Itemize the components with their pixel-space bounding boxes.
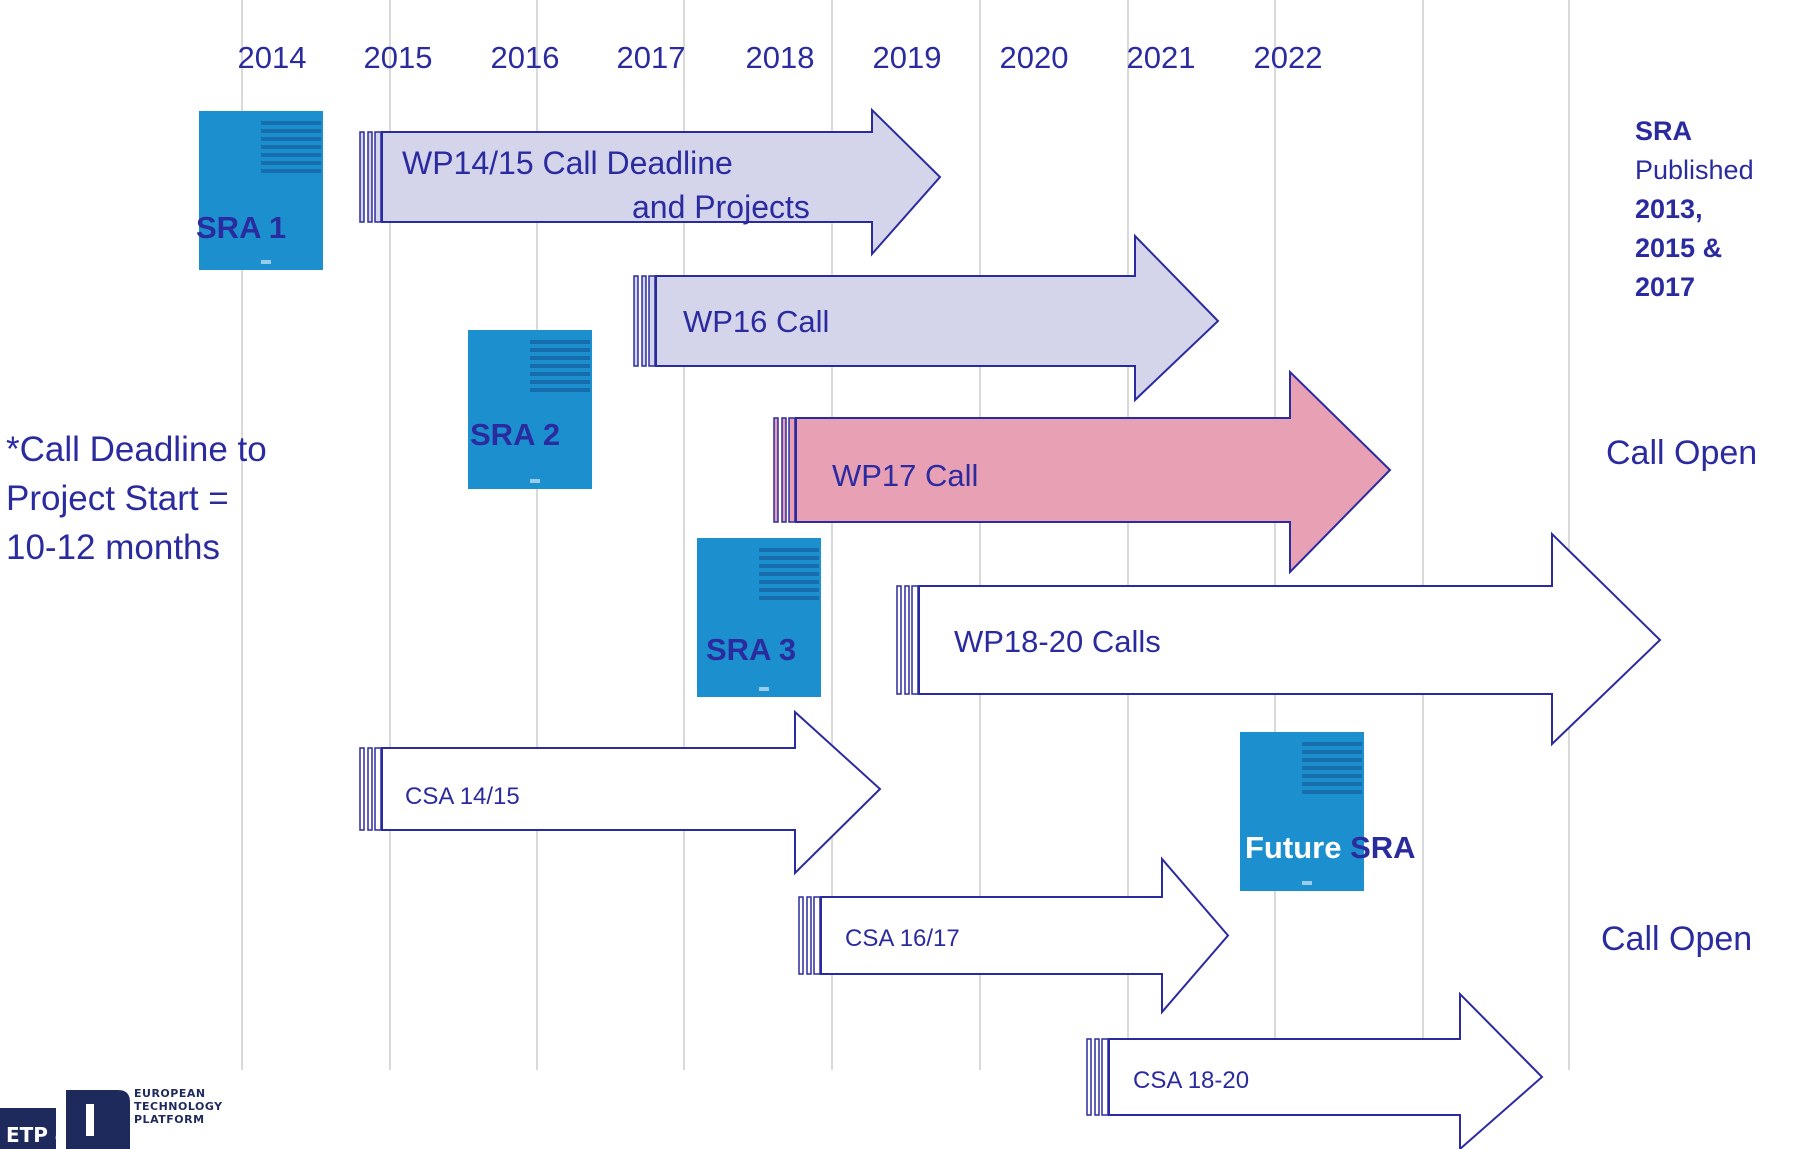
arrow-tail-bar bbox=[813, 896, 821, 975]
sra-note-title: SRA bbox=[1635, 116, 1693, 146]
arrow-label: WP18-20 Calls bbox=[954, 624, 1161, 659]
year-label: 2015 bbox=[363, 40, 433, 75]
arrow-tail-bar bbox=[374, 131, 382, 223]
year-label: 2020 bbox=[999, 40, 1069, 75]
sra-2-label: SRA 2 bbox=[470, 417, 561, 452]
arrow-tail-bar bbox=[1086, 1038, 1092, 1116]
arrow-tail-bar bbox=[788, 417, 796, 523]
arrow-tail-bar bbox=[773, 417, 779, 523]
sra-2-cover bbox=[468, 330, 592, 489]
sra-note-published: Published bbox=[1635, 155, 1754, 185]
sra-published-note: SRA Published 2013, 2015 & 2017 bbox=[1635, 112, 1754, 307]
arrow-body bbox=[1108, 991, 1544, 1149]
arrow-label: WP17 Call bbox=[832, 458, 978, 493]
arrow-tail-bar bbox=[359, 747, 365, 831]
year-label: 2017 bbox=[616, 40, 686, 75]
arrow-label: WP14/15 Call Deadline bbox=[402, 145, 733, 181]
arrow-body bbox=[820, 856, 1230, 1015]
sra-1-cover bbox=[199, 111, 323, 270]
logo-badge-box bbox=[0, 1108, 56, 1149]
arrow-tail-bar bbox=[1101, 1038, 1109, 1116]
year-label: 2022 bbox=[1253, 40, 1323, 75]
logo-emblem bbox=[66, 1090, 130, 1149]
arrow-body bbox=[381, 107, 942, 257]
arrow-tail-bar bbox=[359, 131, 365, 223]
future-sra-label: Future SRA bbox=[1245, 830, 1416, 866]
call-arrow-4: WP18-20 Calls bbox=[896, 531, 1662, 747]
arrow-tail-bar bbox=[374, 747, 382, 831]
arrow-body bbox=[795, 369, 1392, 575]
arrow-tail-bar bbox=[367, 747, 373, 831]
year-label: 2018 bbox=[745, 40, 815, 75]
arrow-tail-bar bbox=[648, 275, 656, 367]
footnote-line: 10-12 months bbox=[6, 528, 221, 567]
year-label: 2016 bbox=[490, 40, 560, 75]
logo-words: EUROPEAN TECHNOLOGY PLATFORM bbox=[134, 1087, 223, 1126]
arrow-tail-bar bbox=[798, 896, 804, 975]
arrow-label: CSA 14/15 bbox=[405, 783, 520, 810]
call-arrow-1: WP14/15 Call Deadline and Projects bbox=[359, 107, 942, 257]
future-sra-suffix: SRA bbox=[1350, 830, 1416, 865]
arrow-label: WP16 Call bbox=[683, 304, 829, 339]
year-label: 2014 bbox=[237, 40, 307, 75]
logo-word: TECHNOLOGY bbox=[134, 1100, 223, 1113]
arrow-tail-bar bbox=[641, 275, 647, 367]
call-arrow-6: CSA 16/17 bbox=[798, 856, 1230, 1015]
call-open-label: Call Open bbox=[1606, 434, 1758, 472]
call-arrow-2: WP16 Call bbox=[633, 233, 1220, 403]
arrow-label: CSA 18-20 bbox=[1133, 1067, 1249, 1094]
arrow-tail-bar bbox=[911, 585, 919, 695]
arrow-body bbox=[381, 709, 882, 876]
arrow-tail-bar bbox=[1094, 1038, 1100, 1116]
future-sra-cover bbox=[1240, 732, 1364, 891]
arrow-label: and Projects bbox=[632, 189, 810, 225]
sra-note-year: 2013, bbox=[1635, 194, 1703, 224]
arrow-tail-bar bbox=[904, 585, 910, 695]
logo-word: PLATFORM bbox=[134, 1113, 205, 1126]
sra-note-year: 2015 & bbox=[1635, 233, 1723, 263]
etp4-logo: ETP 4 bbox=[0, 1090, 130, 1149]
footnote-line: Project Start = bbox=[6, 479, 229, 518]
call-arrow-3: WP17 Call bbox=[773, 369, 1392, 575]
call-arrow-7: CSA 18-20 bbox=[1086, 991, 1544, 1149]
sra-note-year: 2017 bbox=[1635, 272, 1696, 302]
call-arrow-5: CSA 14/15 bbox=[359, 709, 882, 876]
logo-word: EUROPEAN bbox=[134, 1087, 206, 1100]
arrow-tail-bar bbox=[896, 585, 902, 695]
arrow-tail-bar bbox=[367, 131, 373, 223]
sra-3-cover bbox=[697, 538, 821, 697]
arrow-tail-bar bbox=[806, 896, 812, 975]
sra-1-label: SRA 1 bbox=[196, 210, 287, 245]
arrow-label: CSA 16/17 bbox=[845, 925, 960, 952]
arrow-body bbox=[918, 531, 1662, 747]
year-label: 2019 bbox=[872, 40, 942, 75]
arrow-body bbox=[655, 233, 1220, 403]
call-deadline-footnote: *Call Deadline to Project Start = 10-12 … bbox=[6, 425, 267, 572]
sra-3-label: SRA 3 bbox=[706, 632, 797, 667]
future-label: Future bbox=[1245, 830, 1342, 865]
logo-badge-text: ETP 4 bbox=[6, 1123, 69, 1147]
year-label: 2021 bbox=[1126, 40, 1196, 75]
arrow-tail-bar bbox=[781, 417, 787, 523]
logo-emblem-bar bbox=[86, 1104, 94, 1136]
arrow-tail-bar bbox=[633, 275, 639, 367]
footnote-line: *Call Deadline to bbox=[6, 430, 267, 469]
call-open-label: Call Open bbox=[1601, 920, 1753, 958]
